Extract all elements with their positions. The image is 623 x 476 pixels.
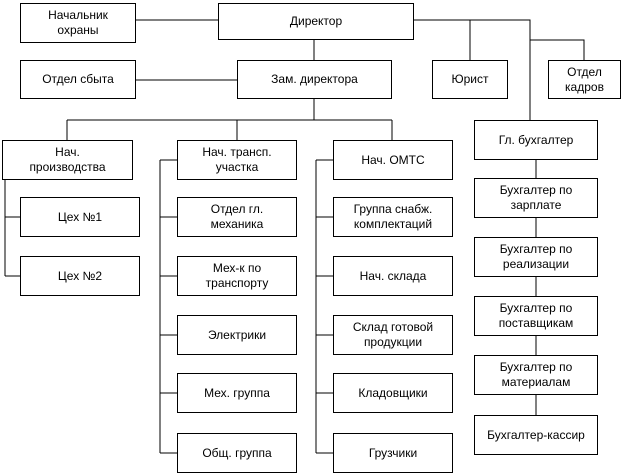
node-transport-mechanic: Мех-к по транспорту bbox=[177, 256, 297, 296]
line-director-hr-branch bbox=[530, 39, 585, 60]
node-director: Директор bbox=[218, 3, 414, 40]
line-transport-children bbox=[159, 159, 177, 454]
node-lawyer: Юрист bbox=[432, 60, 508, 99]
node-sales-accountant: Бухгалтер по реализации bbox=[474, 237, 598, 277]
line-director-hr bbox=[470, 19, 531, 120]
node-workshop1: Цех №1 bbox=[20, 197, 140, 237]
node-materials-accountant: Бухгалтер по материалам bbox=[474, 355, 598, 395]
node-sales-dept: Отдел сбыта bbox=[20, 60, 136, 99]
node-cashier-accountant: Бухгалтер-кассир bbox=[474, 415, 598, 455]
node-hr-dept: Отдел кадров bbox=[548, 60, 621, 99]
line-production-children bbox=[4, 180, 20, 277]
node-suppliers-accountant: Бухгалтер по поставщикам bbox=[474, 296, 598, 336]
node-finished-goods-warehouse: Склад готовой продукции bbox=[333, 315, 453, 355]
line-deputy-bus bbox=[66, 99, 393, 140]
node-supply-group: Группа снабж. комплектаций bbox=[333, 197, 453, 237]
node-electricians: Электрики bbox=[177, 315, 297, 355]
node-general-group: Общ. группа bbox=[177, 433, 297, 473]
node-payroll-accountant: Бухгалтер по зарплате bbox=[474, 178, 598, 218]
line-director-lawyer bbox=[414, 19, 471, 60]
node-transport-head: Нач. трансп. участка bbox=[177, 140, 297, 180]
node-mech-group: Мех. группа bbox=[177, 373, 297, 413]
node-workshop2: Цех №2 bbox=[20, 256, 140, 296]
node-production-head: Нач. производства bbox=[2, 140, 133, 180]
node-loaders: Грузчики bbox=[333, 433, 453, 473]
node-storekeepers: Кладовщики bbox=[333, 373, 453, 413]
line-omts-children bbox=[315, 159, 333, 454]
node-chief-accountant: Гл. бухгалтер bbox=[474, 120, 598, 160]
node-security-head: Начальник охраны bbox=[20, 3, 136, 43]
node-omts-head: Нач. ОМТС bbox=[333, 140, 453, 180]
node-deputy-director: Зам. директора bbox=[237, 60, 392, 99]
node-chief-mechanic-dept: Отдел гл. механика bbox=[177, 197, 297, 237]
node-warehouse-head: Нач. склада bbox=[333, 256, 453, 296]
